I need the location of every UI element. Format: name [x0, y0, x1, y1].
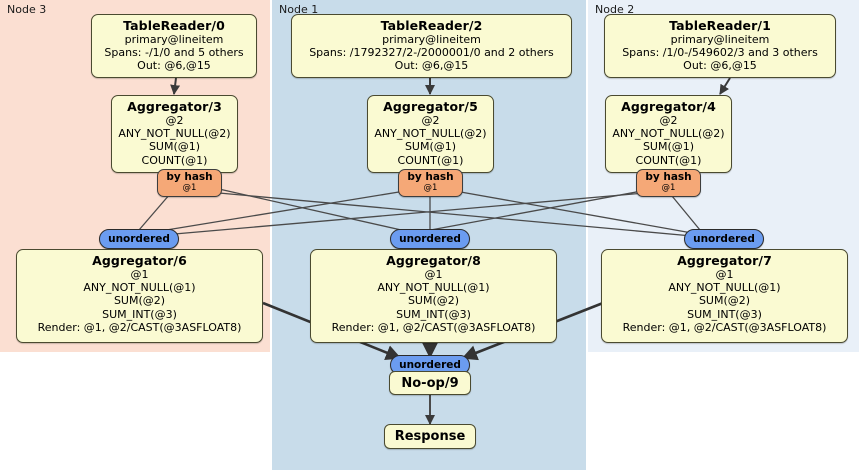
processor-response[interactable]: Response — [384, 424, 476, 449]
processor-detail-line: SUM_INT(@3) — [396, 307, 471, 321]
processor-title: Aggregator/3 — [127, 99, 222, 114]
processor-title: TableReader/0 — [123, 18, 225, 33]
processor-detail-line: ANY_NOT_NULL(@2) — [374, 127, 487, 141]
synchronizer-unordered-right[interactable]: unordered — [684, 229, 764, 249]
processor-detail-line: @2 — [165, 114, 184, 127]
processor-detail-line: Render: @1, @2/CAST(@3ASFLOAT8) — [37, 320, 242, 334]
processor-title: TableReader/1 — [669, 18, 771, 33]
processor-detail-line: SUM(@2) — [698, 294, 751, 308]
router-column: @1 — [182, 183, 197, 193]
processor-table-reader-1[interactable]: TableReader/1 primary@lineitem Spans: /1… — [604, 14, 836, 78]
processor-detail-line: Out: @6,@15 — [683, 59, 757, 73]
processor-aggregator-8[interactable]: Aggregator/8 @1 ANY_NOT_NULL(@1) SUM(@2)… — [310, 249, 557, 343]
processor-aggregator-4[interactable]: Aggregator/4 @2 ANY_NOT_NULL(@2) SUM(@1)… — [605, 95, 732, 173]
processor-detail-line: @2 — [659, 114, 678, 127]
processor-table-reader-2[interactable]: TableReader/2 primary@lineitem Spans: /1… — [291, 14, 572, 78]
processor-detail-line: Spans: /1792327/2-/2000001/0 and 2 other… — [309, 46, 554, 60]
processor-title: Aggregator/8 — [386, 253, 481, 268]
router-column: @1 — [661, 183, 676, 193]
processor-detail-line: Out: @6,@15 — [137, 59, 211, 73]
processor-detail-line: primary@lineitem — [124, 33, 224, 46]
processor-detail-line: ANY_NOT_NULL(@2) — [612, 127, 725, 141]
router-label: by hash — [407, 171, 454, 183]
processor-title: Aggregator/6 — [92, 253, 187, 268]
router-label: by hash — [166, 171, 213, 183]
processor-detail-line: Spans: /1/0-/549602/3 and 3 others — [622, 46, 818, 60]
processor-detail-line: SUM(@1) — [404, 140, 457, 154]
processor-title: Aggregator/7 — [677, 253, 772, 268]
processor-detail-line: COUNT(@1) — [635, 153, 702, 167]
processor-detail-line: Render: @1, @2/CAST(@3ASFLOAT8) — [331, 320, 536, 334]
processor-title: Aggregator/4 — [621, 99, 716, 114]
processor-detail-line: SUM(@2) — [407, 294, 460, 308]
processor-detail-line: SUM(@1) — [148, 140, 201, 154]
processor-detail-line: primary@lineitem — [382, 33, 481, 46]
processor-detail-line: SUM_INT(@3) — [687, 307, 762, 321]
processor-detail-line: COUNT(@1) — [397, 153, 464, 167]
node-panel-label-node1: Node 1 — [279, 3, 319, 16]
node-panel-label-node3: Node 3 — [7, 3, 47, 16]
processor-detail-line: Out: @6,@15 — [394, 59, 469, 73]
node-panel-label-node2: Node 2 — [595, 3, 635, 16]
processor-aggregator-7[interactable]: Aggregator/7 @1 ANY_NOT_NULL(@1) SUM(@2)… — [601, 249, 848, 343]
router-label: by hash — [645, 171, 692, 183]
processor-detail-line: ANY_NOT_NULL(@1) — [83, 281, 196, 295]
synchronizer-unordered-middle[interactable]: unordered — [390, 229, 470, 249]
processor-detail-line: Render: @1, @2/CAST(@3ASFLOAT8) — [622, 320, 827, 334]
processor-table-reader-0[interactable]: TableReader/0 primary@lineitem Spans: -/… — [91, 14, 257, 78]
processor-detail-line: @1 — [130, 268, 149, 281]
processor-detail-line: ANY_NOT_NULL(@1) — [668, 281, 781, 295]
processor-aggregator-6[interactable]: Aggregator/6 @1 ANY_NOT_NULL(@1) SUM(@2)… — [16, 249, 263, 343]
router-by-hash-middle[interactable]: by hash @1 — [398, 169, 463, 197]
processor-detail-line: primary@lineitem — [670, 33, 770, 46]
processor-detail-line: COUNT(@1) — [141, 153, 208, 167]
processor-aggregator-3[interactable]: Aggregator/3 @2 ANY_NOT_NULL(@2) SUM(@1)… — [111, 95, 238, 173]
synchronizer-unordered-left[interactable]: unordered — [99, 229, 179, 249]
processor-detail-line: @1 — [715, 268, 734, 281]
processor-detail-line: ANY_NOT_NULL(@2) — [118, 127, 231, 141]
processor-detail-line: @1 — [424, 268, 443, 281]
processor-detail-line: SUM_INT(@3) — [102, 307, 177, 321]
processor-detail-line: @2 — [421, 114, 440, 127]
processor-detail-line: ANY_NOT_NULL(@1) — [377, 281, 490, 295]
processor-aggregator-5[interactable]: Aggregator/5 @2 ANY_NOT_NULL(@2) SUM(@1)… — [367, 95, 494, 173]
router-column: @1 — [423, 183, 438, 193]
processor-detail-line: SUM(@2) — [113, 294, 166, 308]
processor-title: Aggregator/5 — [383, 99, 478, 114]
processor-detail-line: Spans: -/1/0 and 5 others — [104, 46, 244, 60]
router-by-hash-right[interactable]: by hash @1 — [636, 169, 701, 197]
processor-noop-9[interactable]: No-op/9 — [389, 371, 471, 395]
router-by-hash-left[interactable]: by hash @1 — [157, 169, 222, 197]
processor-detail-line: SUM(@1) — [642, 140, 695, 154]
processor-title: TableReader/2 — [380, 18, 483, 33]
